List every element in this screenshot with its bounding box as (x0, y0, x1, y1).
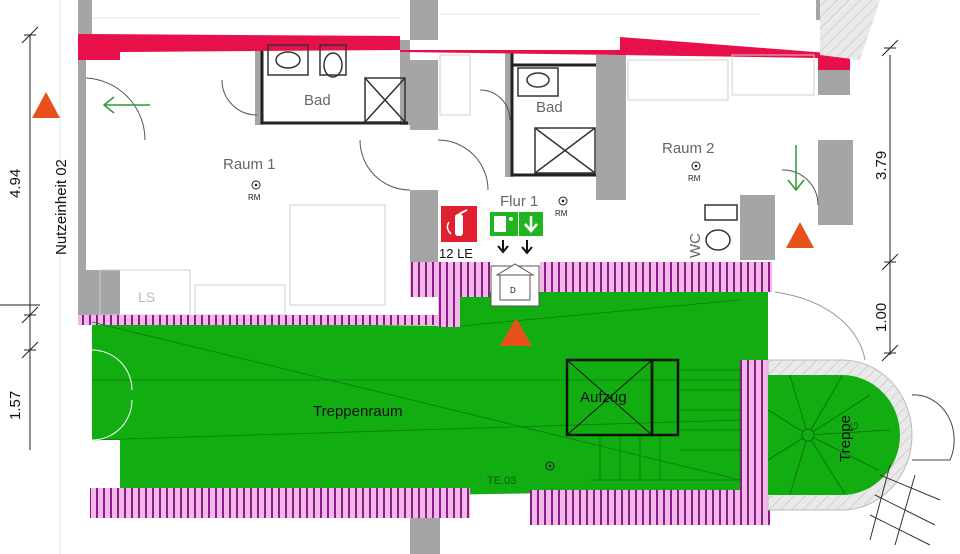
warning-triangle-icon (500, 318, 532, 346)
smoke-detector-icon (545, 461, 555, 471)
smoke-door: D (490, 263, 540, 307)
wall-hatch-top-right (820, 0, 880, 60)
extinguisher-label: 12 LE (439, 246, 473, 261)
elevator-label: Aufzug (580, 389, 627, 406)
dimension-right-top: 3.79 (873, 151, 890, 180)
room-label-wc: WC (687, 233, 704, 258)
furniture (99, 54, 815, 316)
warning-triangle-icon (32, 92, 60, 118)
walls (78, 0, 854, 554)
smoke-detector-icon: RM (248, 180, 261, 202)
stairwell-door (91, 349, 133, 441)
dimension-right-bottom: 1.00 (873, 303, 890, 332)
warning-triangle-icon (786, 222, 814, 248)
smoke-detector-icon: RM (555, 196, 568, 218)
svg-text:D: D (510, 286, 516, 295)
bathroom-fixtures (267, 44, 738, 251)
emergency-exit-icon (490, 212, 543, 255)
dimension-left-bottom: 1.57 (7, 391, 24, 420)
stairwell-label: Treppenraum (313, 403, 403, 420)
masonry-walls (78, 262, 772, 525)
fire-extinguisher-icon (441, 206, 477, 242)
room-label-bath-1: Bad (304, 92, 331, 109)
stair-label: Treppe (837, 415, 854, 462)
fire-wall (78, 34, 850, 70)
stair-lines (91, 299, 741, 481)
bicycle-sketch (869, 464, 941, 546)
door-id-label: TE.03 (487, 475, 516, 487)
dimension-left-top: 4.94 (7, 169, 24, 198)
svg-text:RM: RM (248, 193, 261, 202)
door-swings (85, 77, 819, 441)
elevator-shaft (565, 358, 680, 437)
svg-text:RM: RM (688, 174, 701, 183)
dimension-lines (0, 26, 899, 450)
room-label-hall: Flur 1 (500, 193, 538, 210)
escape-direction-arrow-icon (102, 96, 150, 114)
smoke-detector-icon: RM (688, 161, 701, 183)
room-label-bath-2: Bad (536, 99, 563, 116)
interior-walls (260, 40, 596, 177)
escape-direction-arrow-icon (787, 145, 805, 192)
stair-letter: G (849, 421, 861, 430)
room-label-room-1: Raum 1 (223, 156, 276, 173)
storage-label: LS (138, 289, 155, 305)
stairwell-area (92, 292, 768, 500)
background-lines (59, 0, 760, 554)
svg-text:RM: RM (555, 209, 568, 218)
exterior-curve (774, 291, 866, 361)
spiral-stair (767, 359, 955, 511)
room-label-room-2: Raum 2 (662, 140, 715, 157)
unit-label: Nutzeinheit 02 (53, 159, 70, 255)
